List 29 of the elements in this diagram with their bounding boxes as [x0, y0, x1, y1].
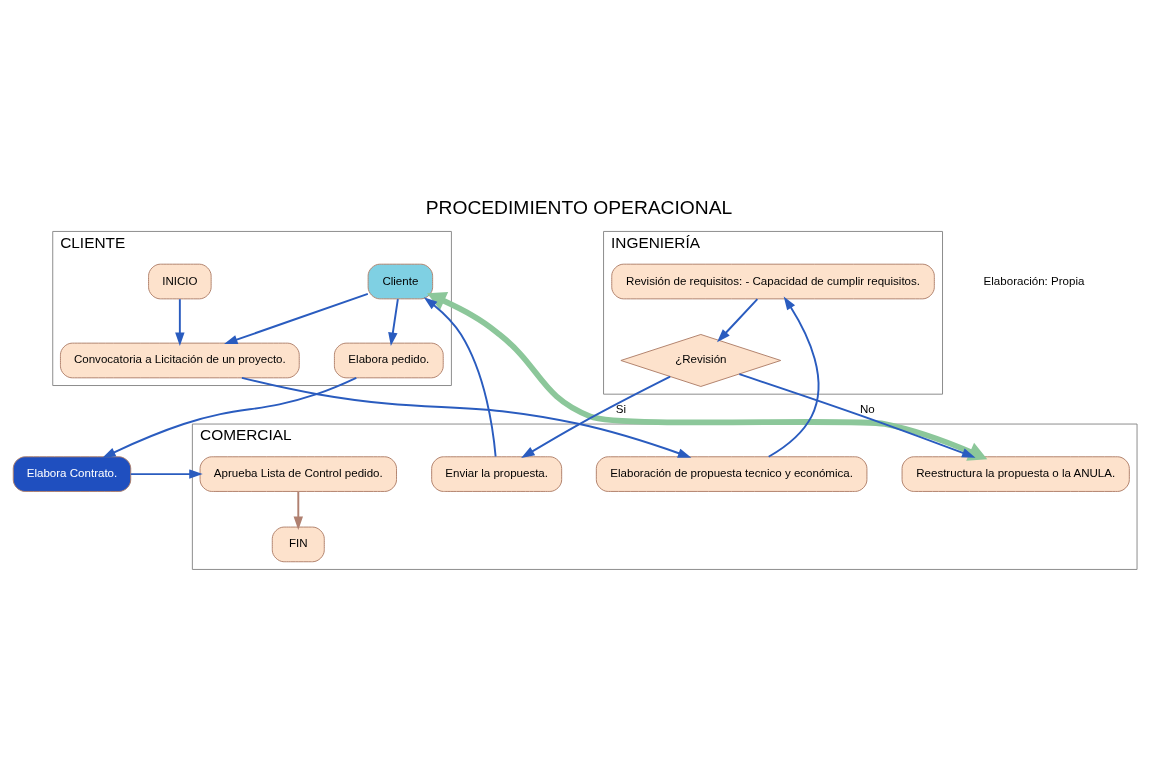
node-box: Elabora Contrato.: [12, 455, 132, 492]
diagram-title: PROCEDIMIENTO OPERACIONAL: [425, 196, 733, 218]
edge-label: Si: [615, 402, 627, 415]
arrow: [388, 297, 399, 346]
node-box: Elabora pedido.: [333, 342, 444, 378]
arrow: [293, 490, 304, 530]
arrow: [129, 468, 203, 479]
arrow: [224, 292, 369, 344]
node-box: Enviar la propuesta.: [431, 455, 563, 492]
arrow: [717, 297, 759, 342]
arrow: [102, 376, 358, 458]
arrow: [423, 296, 497, 457]
node-box: INICIO: [148, 263, 212, 299]
arrow: [521, 375, 672, 458]
node-box: Reestructura la propuesta o la ANULA.: [901, 455, 1130, 492]
node-box: Convocatoria a Licitación de un proyecto.: [59, 342, 300, 378]
arrow: [767, 295, 820, 458]
node-box: Revisión de requisitos: - Capacidad de cumplir requisitos.: [611, 263, 935, 299]
arrow: [738, 372, 976, 458]
arrow: [175, 297, 185, 346]
node-box: FIN: [271, 526, 325, 562]
node-box: Aprueba Lista de Control pedido.: [199, 455, 397, 492]
node-box: Elaboración de propuesta tecnico y económica.: [595, 455, 868, 492]
edge-label: No: [860, 402, 875, 415]
arrow: [427, 291, 988, 461]
node-box: Cliente: [367, 263, 434, 299]
label: Elaboración: Propia: [983, 274, 1085, 286]
node-diamond: ¿Revisión: [620, 333, 782, 387]
arrow: [240, 376, 692, 458]
